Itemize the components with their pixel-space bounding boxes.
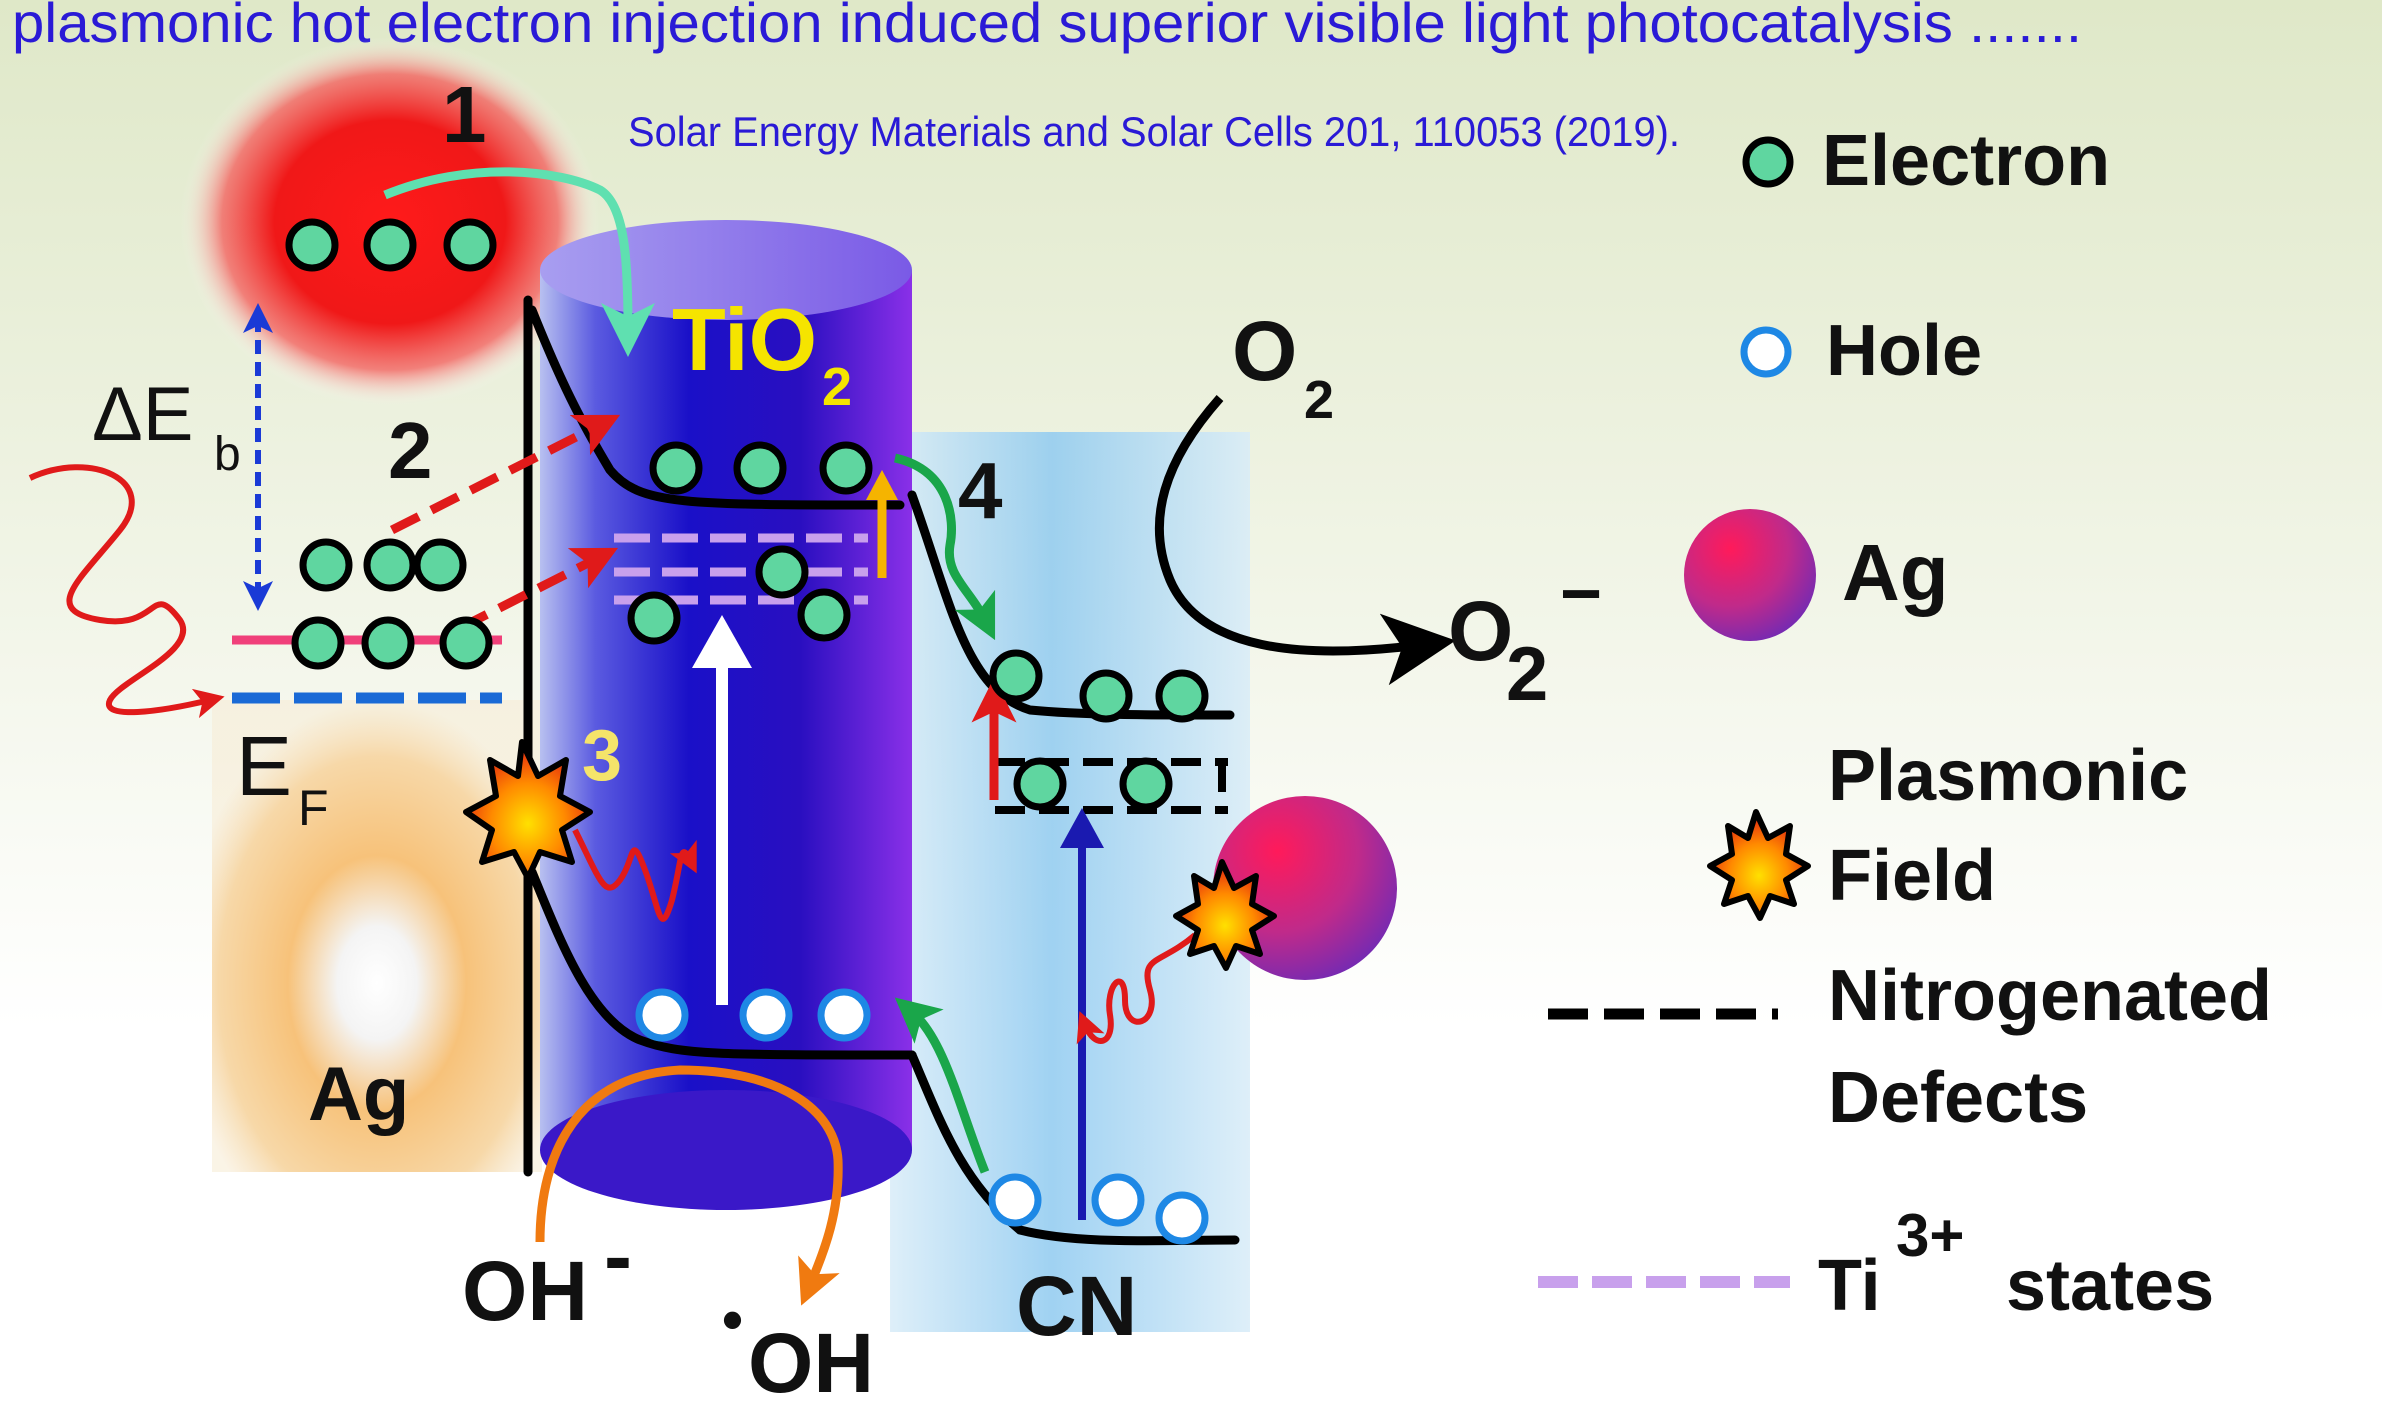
hot-electron-injection-arrow [383,167,655,357]
electron-transfer-to-cn-arrow [893,453,996,641]
electron [649,441,703,495]
hydroxide-charge: - [604,1209,632,1303]
electron [1013,757,1067,811]
photon-wave-left [28,464,225,719]
figure-title: plasmonic hot electron injection induced… [12,0,2082,54]
delta-eb-label: ΔE [92,372,193,457]
electron [819,441,873,495]
legend-plasmonic-label-line2: Field [1828,836,1996,916]
ag-nanoparticle [1213,796,1397,980]
electron [797,588,851,642]
plasmonic-field-star-right [1173,859,1277,971]
legend-ag-label: Ag [1842,528,1949,617]
tio2-label: TiO [672,290,817,389]
hole-transfer-arrow [894,997,990,1174]
holes [635,988,1209,1245]
electron [733,441,787,495]
electron [291,616,345,670]
electron [989,649,1043,703]
band-edges [523,295,1240,1246]
electron [285,218,339,272]
plasmonic-field-star-left [463,739,593,881]
tio2-subscript: 2 [822,357,852,417]
step-3-label: 3 [582,716,622,796]
electron [299,538,353,592]
reduction-arrow [1154,395,1456,686]
electron [1119,757,1173,811]
electron [363,218,417,272]
delta-eb-subscript: b [214,428,241,481]
step-4-label: 4 [958,446,1003,535]
ag-slab [212,700,542,1172]
hydroxide-label: OH [462,1244,588,1338]
tio2-excitation-arrowhead [692,615,752,668]
tio2-cylinder-base [540,1090,912,1210]
o2-subscript: 2 [1304,370,1334,430]
legend-ti3-label-rest: states [1986,1246,2214,1326]
electron [439,616,493,670]
electrons [285,218,1209,811]
hole [988,1173,1042,1227]
step-1-label: 1 [442,70,487,159]
fermi-level-label: E [236,719,292,813]
electron [1079,669,1133,723]
electron [361,616,415,670]
nitrogenated-defect-levels [995,758,1228,814]
photon-wave-step3 [572,828,697,922]
photon-wave-right [1076,932,1197,1045]
tio2-cylinder-top [540,220,912,320]
electron [413,538,467,592]
electron [627,591,681,645]
legend-hole-label: Hole [1826,311,1982,391]
hot-electron-transfer-arrow-lower [457,547,619,633]
superoxide-charge: − [1560,554,1602,634]
hole [817,988,871,1042]
oxidation-arrow [535,1065,843,1306]
legend-defects-label-line2: Defects [1828,1058,2088,1138]
legend-electron-label: Electron [1822,121,2110,201]
electron [363,538,417,592]
legend-ti3-label: Ti [1818,1246,1881,1326]
cn-excitation-arrowhead [1060,808,1104,848]
citation: Solar Energy Materials and Solar Cells 2… [628,108,1680,155]
superoxide-label: O [1448,584,1513,678]
legend-plasmonic-marker [1707,809,1811,921]
legend-hole-marker [1740,326,1792,378]
hydroxyl-radical-label: OH [748,1316,874,1410]
ag-slab-label: Ag [308,1052,409,1137]
legend-ag-marker [1684,509,1816,641]
cn-slab [890,432,1250,1332]
electron [1155,669,1209,723]
o2-label: O [1232,304,1297,398]
cn-label: CN [1016,1259,1137,1353]
electron [443,218,497,272]
superoxide-subscript: 2 [1506,632,1548,717]
electron [755,545,809,599]
step-2-label: 2 [388,406,433,495]
hole [739,988,793,1042]
legend-plasmonic-label-line1: Plasmonic [1828,736,2188,816]
legend-electron-marker [1742,136,1794,188]
legend-ti3-superscript: 3+ [1896,1202,1964,1269]
hot-electron-transfer-arrow-upper [389,414,621,535]
hole [1091,1173,1145,1227]
legend: Electron Hole Ag Plasmonic Field Nitroge… [1538,121,2272,1326]
fermi-level-subscript: F [298,780,329,836]
legend-defects-label-line1: Nitrogenated [1828,956,2272,1036]
hole [1155,1191,1209,1245]
ti3-excitation-arrowhead [866,470,898,500]
radical-dot: • [722,1286,743,1353]
hole [635,988,689,1042]
